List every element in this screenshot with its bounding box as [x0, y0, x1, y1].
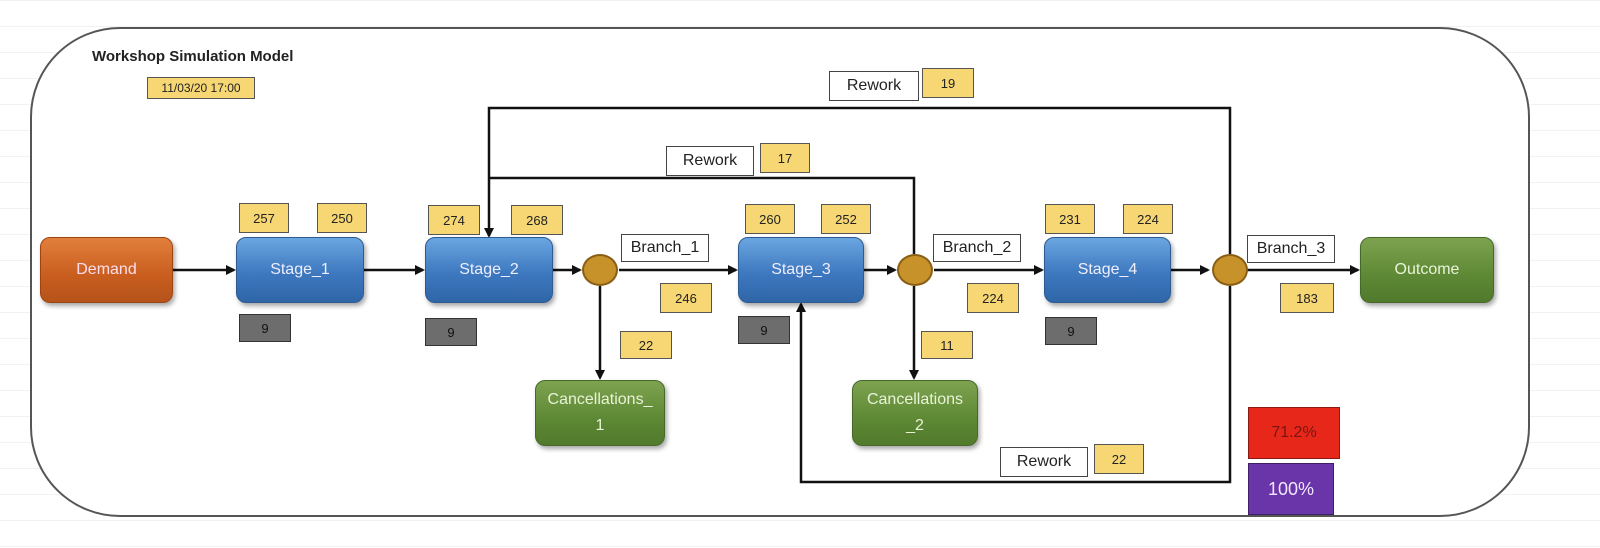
timestamp-badge: 11/03/20 17:00	[147, 77, 255, 99]
outcome-node[interactable]: Outcome	[1360, 237, 1494, 303]
model-title: Workshop Simulation Model	[92, 48, 294, 65]
branch-2-through-count: 224	[967, 283, 1019, 313]
rework-loop-17	[489, 176, 916, 254]
rework-3-count: 22	[1094, 444, 1144, 474]
stage-2-in-count: 274	[428, 205, 480, 235]
red-percentage-indicator: 71.2%	[1248, 407, 1340, 459]
branch-1-junction	[582, 254, 618, 286]
purple-percentage-indicator: 100%	[1248, 463, 1334, 515]
rework-2-count: 17	[760, 143, 810, 173]
stage-2-out-count: 268	[511, 205, 563, 235]
stage-4-in-count: 231	[1045, 204, 1095, 234]
cancellations-2-node[interactable]: Cancellations _2	[852, 380, 978, 446]
stage-2-node[interactable]: Stage_2	[425, 237, 553, 303]
stage-4-node[interactable]: Stage_4	[1044, 237, 1171, 303]
rework-loop-19	[484, 106, 1232, 254]
rework-1-label: Rework	[829, 71, 919, 101]
stage-4-out-count: 224	[1123, 204, 1173, 234]
stage-3-in-count: 260	[745, 204, 795, 234]
stage-1-queue: 9	[239, 314, 291, 342]
stage-2-queue: 9	[425, 318, 477, 346]
branch-1-through-count: 246	[660, 283, 712, 313]
stage-1-in-count: 257	[239, 203, 289, 233]
stage-3-queue: 9	[738, 316, 790, 344]
stage-1-node[interactable]: Stage_1	[236, 237, 364, 303]
rework-loop-22	[796, 286, 1232, 484]
stage-3-out-count: 252	[821, 204, 871, 234]
branch-1-label: Branch_1	[621, 234, 709, 262]
rework-1-count: 19	[922, 68, 974, 98]
branch-3-label: Branch_3	[1247, 235, 1335, 263]
branch-3-through-count: 183	[1280, 283, 1334, 313]
branch-3-junction	[1212, 254, 1248, 286]
cancellations-1-node[interactable]: Cancellations_ 1	[535, 380, 665, 446]
branch-1-cancelled-count: 22	[620, 331, 672, 359]
stage-4-queue: 9	[1045, 317, 1097, 345]
stage-1-out-count: 250	[317, 203, 367, 233]
demand-node[interactable]: Demand	[40, 237, 173, 303]
branch-2-cancelled-count: 11	[921, 331, 973, 359]
stage-3-node[interactable]: Stage_3	[738, 237, 864, 303]
rework-2-label: Rework	[666, 146, 754, 176]
branch-2-label: Branch_2	[933, 234, 1021, 262]
branch-2-junction	[897, 254, 933, 286]
rework-3-label: Rework	[1000, 447, 1088, 477]
